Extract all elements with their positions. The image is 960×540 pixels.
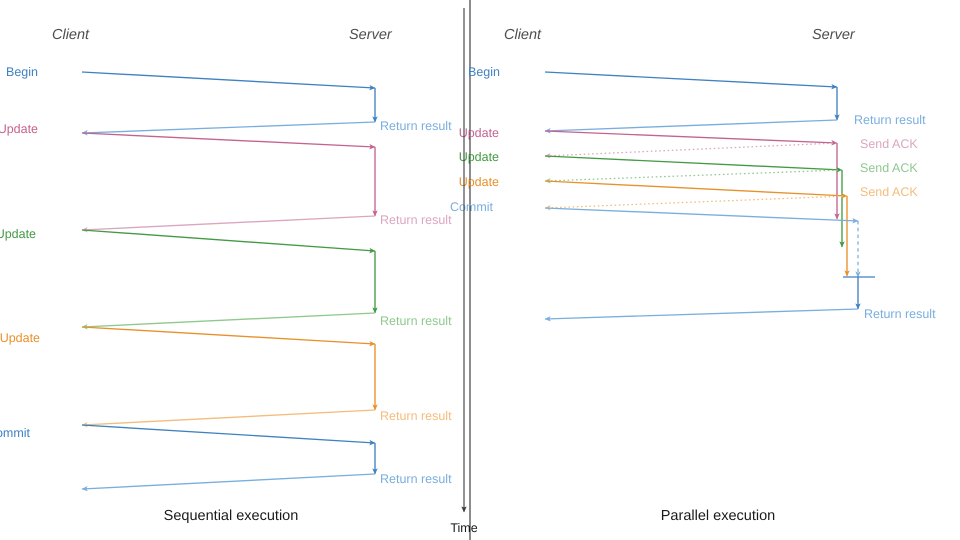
message-line-begin-request [81,71,376,91]
message-line-commit-request [81,424,376,446]
panel-caption-parallel: Parallel execution [661,508,775,524]
message-update1-ack: Send ACK [544,137,918,159]
message-line-update3-ack [544,195,848,211]
message-line-commit-return [544,308,859,322]
message-update3-return: Return result [81,409,452,428]
message-commit-return: Return result [81,472,452,492]
message-label-update1-request: Update [459,126,499,140]
message-label-update2-request: Update [0,227,36,241]
message-line-commit-return [81,473,376,492]
message-line-update1-request [544,130,838,146]
message-label-update2-return: Return result [380,314,452,328]
lane-header-server: Server [812,27,856,43]
message-begin-request: Begin [6,65,376,91]
message-update2-return: Return result [81,312,452,330]
message-begin-return: Return result [544,113,926,134]
message-label-update1-ack: Send ACK [860,137,918,151]
message-label-begin-request: Begin [468,65,500,79]
message-label-update3-return: Return result [380,409,452,423]
time-axis-group: Time [450,8,478,535]
message-commit-return: Return result [544,307,936,322]
message-line-update3-request [81,326,376,347]
message-label-update2-ack: Send ACK [860,161,918,175]
message-begin-request: Begin [468,65,838,90]
message-update2-request: Update [0,227,376,254]
message-label-update2-request: Update [459,150,499,164]
message-label-commit-return: Return result [380,472,452,486]
message-label-commit-return: Return result [864,307,936,321]
time-axis: Time [450,8,478,535]
message-line-update2-ack [544,169,843,184]
message-label-update3-request: Update [459,175,499,189]
message-label-update3-request: Update [0,331,40,345]
message-line-begin-return [81,121,376,136]
message-line-update2-request [544,155,843,173]
message-commit-request: Commit [450,200,859,224]
message-label-begin-request: Begin [6,65,38,79]
message-line-update1-request [81,132,376,150]
lane-header-server: Server [349,27,393,43]
message-begin-return: Return result [81,119,452,136]
message-line-update2-request [81,229,376,254]
message-update1-return: Return result [81,213,452,233]
message-line-commit-request [544,207,859,224]
lane-header-client: Client [52,27,90,43]
message-label-begin-return: Return result [854,113,926,127]
message-label-commit-request: Commit [0,426,31,440]
message-label-update1-return: Return result [380,213,452,227]
message-line-update3-request [544,180,848,199]
message-label-commit-request: Commit [450,200,494,214]
message-line-update1-ack [544,142,838,159]
message-update3-ack: Send ACK [544,185,918,211]
message-line-update3-return [81,409,376,428]
message-label-begin-return: Return result [380,119,452,133]
message-update2-ack: Send ACK [544,161,918,184]
message-update1-request: Update [0,122,376,150]
message-line-update1-return [81,215,376,233]
lane-header-client: Client [504,27,542,43]
panel-caption-sequential: Sequential execution [164,508,299,524]
message-line-begin-request [544,71,838,90]
time-axis-label: Time [450,521,477,535]
message-update3-request: Update [459,175,848,199]
message-update2-request: Update [459,150,843,173]
message-line-update2-return [81,312,376,330]
message-update3-request: Update [0,326,376,347]
message-update1-request: Update [459,126,838,146]
message-line-begin-return [544,119,838,134]
message-commit-request: Commit [0,424,376,446]
message-label-update1-request: Update [0,122,38,136]
message-label-update3-ack: Send ACK [860,185,918,199]
